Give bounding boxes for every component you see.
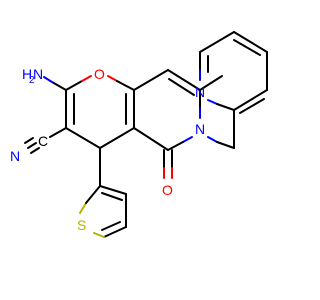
bond-c8a-c8 bbox=[133, 69, 169, 91]
bond-th2-th3-double bbox=[101, 192, 123, 201]
bond-cn-triple-2 bbox=[24, 137, 34, 144]
bond-cn-triple-1 bbox=[27, 142, 37, 149]
amino-subscript-label: 2 bbox=[29, 75, 35, 86]
bond-py-c5-c6 bbox=[199, 31, 235, 53]
bond-py-c4-c5-double bbox=[233, 39, 261, 56]
bond-c2-nh2-n bbox=[43, 76, 53, 83]
ring-nitrogen-label: N bbox=[195, 121, 205, 137]
bond-c4-c4a bbox=[99, 127, 135, 149]
bond-c3-c4 bbox=[65, 127, 101, 149]
bond-n6-ch2-n bbox=[207, 136, 218, 143]
bond-c5-c4a bbox=[133, 127, 169, 151]
bond-c2-o1-o bbox=[81, 75, 92, 82]
bond-py-c2-c3 bbox=[233, 89, 268, 111]
bond-o1-c8a bbox=[116, 80, 135, 91]
bond-th5-s bbox=[93, 232, 105, 238]
bond-s-th2 bbox=[79, 202, 87, 214]
amino-h-label: H bbox=[22, 66, 32, 82]
molecule-diagram: H N 2 O O N N N C S bbox=[10, 31, 268, 238]
bond-n6-c5-n bbox=[182, 136, 193, 143]
bond-py-c4-c5 bbox=[233, 31, 268, 53]
pyran-oxygen-label: O bbox=[94, 66, 105, 82]
bond-py-n-c2-n bbox=[207, 99, 218, 105]
bond-c3-cn bbox=[49, 127, 67, 138]
bond-c7-methyl bbox=[199, 75, 223, 91]
bond-s-th2-c bbox=[85, 185, 101, 204]
bond-th4-th5-double bbox=[101, 221, 121, 231]
bond-th4-th5 bbox=[103, 226, 127, 238]
bond-n6-c5 bbox=[167, 141, 184, 151]
bond-py-n-c2 bbox=[216, 103, 235, 111]
nitrile-carbon-label: C bbox=[38, 133, 48, 149]
carbonyl-oxygen-label: O bbox=[162, 182, 173, 198]
bond-th2-th3 bbox=[99, 185, 127, 195]
bond-o1-c8a-o bbox=[107, 75, 118, 82]
thiophene-sulfur-label: S bbox=[77, 217, 86, 233]
molecule-structure: H N 2 O O N N N C S bbox=[10, 31, 268, 238]
bond-cn-triple-3 bbox=[30, 147, 40, 154]
bond-c2-o1 bbox=[65, 80, 83, 91]
nitrile-nitrogen-label: N bbox=[10, 148, 20, 164]
bond-n6-ch2 bbox=[216, 141, 235, 149]
pyridine-nitrogen-label: N bbox=[195, 84, 205, 100]
amino-n-label: N bbox=[33, 66, 43, 82]
bond-py-c2-c3-double bbox=[239, 98, 265, 114]
bond-c8-c7 bbox=[167, 69, 201, 91]
bond-c8-c7-double bbox=[168, 78, 195, 96]
bond-c2-nh2 bbox=[51, 81, 67, 91]
